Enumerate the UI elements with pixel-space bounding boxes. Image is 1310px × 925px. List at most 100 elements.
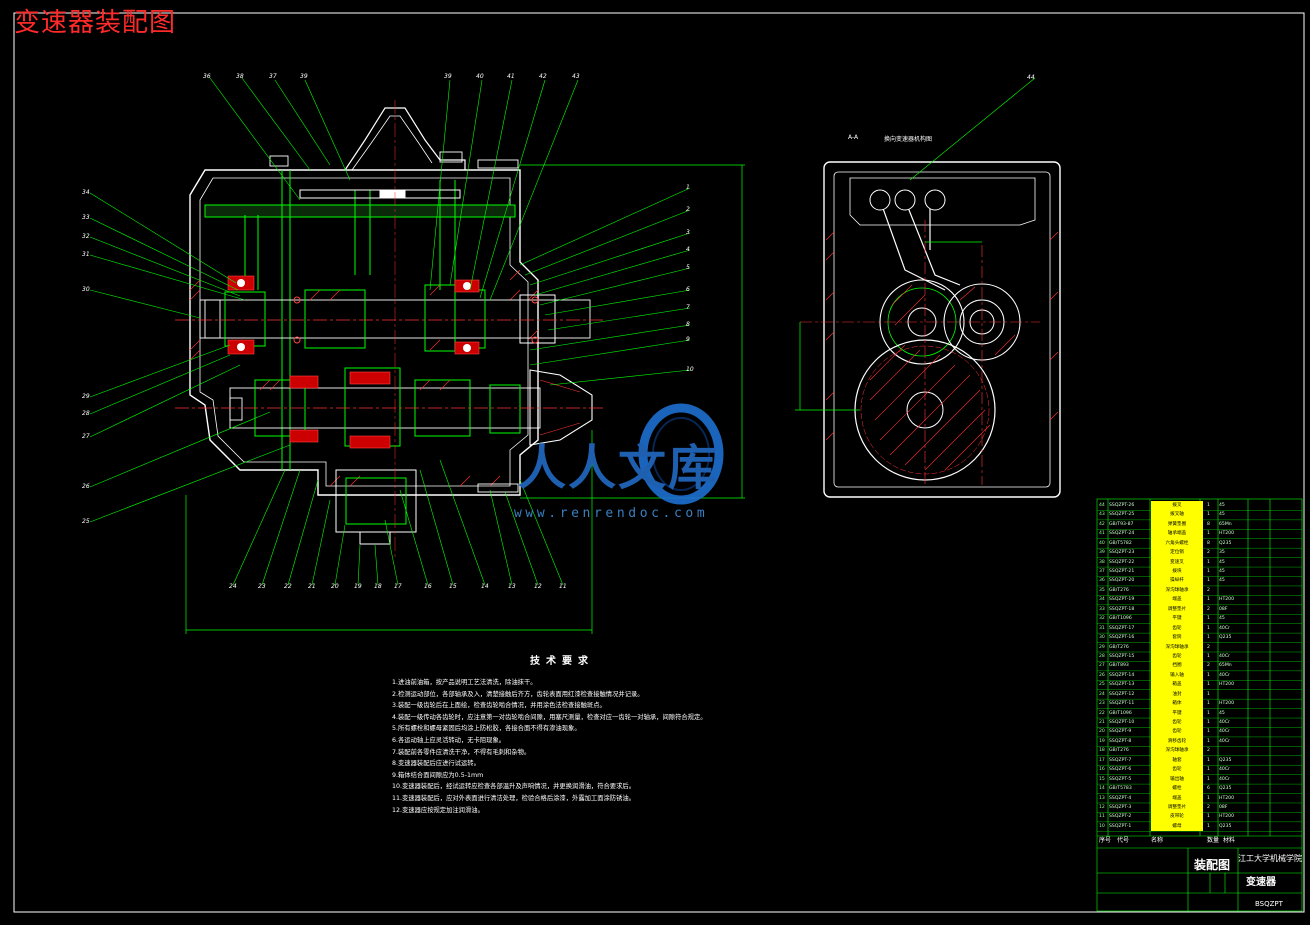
bom-cell-qty: 1 [1207, 625, 1210, 631]
bom-cell-code: SSQZPT-10 [1109, 720, 1135, 726]
tech-requirement-line: 4.装配一级传动各齿轮时，应注意第一对齿轮啮合间隙，用塞尺测量，检查对应一齿轮一… [392, 713, 707, 721]
part-callout: 3 [686, 229, 690, 236]
bom-cell-name: 端盖 [1151, 595, 1203, 605]
bom-cell-qty: 2 [1207, 804, 1210, 810]
tech-requirements-list: 1.进油前油箱，按产品说明工艺法清洗，除油抹干。2.检测运动部位，各部轴承及入，… [392, 677, 732, 816]
bom-cell-no: 23 [1099, 701, 1105, 707]
bom-cell-mat: 45 [1219, 578, 1225, 584]
title-block-drawing-code: BSQZPT [1255, 900, 1283, 908]
bom-cell-name: 拨叉轴 [1151, 510, 1203, 520]
part-callout: 43 [572, 73, 580, 80]
tech-requirement-line: 12.变速器应按规定加注润滑油。 [392, 806, 484, 814]
bom-cell-no: 34 [1099, 597, 1105, 603]
bom-cell-mat: HT200 [1219, 682, 1235, 688]
bom-row: 34 SSQZPT-19 端盖 1 HT200 [1097, 595, 1302, 605]
bom-cell-name: 调整垫片 [1151, 802, 1203, 813]
bom-cell-name: 轴套 [1151, 755, 1203, 766]
bom-cell-no: 41 [1099, 531, 1105, 537]
bom-cell-no: 16 [1099, 767, 1105, 773]
tech-requirement-line: 6.各运动轴上应灵活转动，无卡阻现象。 [392, 736, 506, 744]
bom-cell-name: 弹簧垫圈 [1151, 519, 1203, 530]
bom-header: 序号代号名称数量材料 [1097, 837, 1302, 844]
part-callout: 27 [82, 433, 90, 440]
bom-cell-mat: 45 [1219, 710, 1225, 716]
main-section-view [175, 100, 745, 634]
bom-cell-name: 滑移齿轮 [1151, 736, 1203, 747]
bom-header-name: 名称 [1151, 837, 1164, 844]
part-callout: 20 [331, 583, 339, 590]
bom-cell-qty: 1 [1207, 720, 1210, 726]
part-callout: 33 [82, 214, 90, 221]
bom-cell-name: 螺栓 [1151, 784, 1203, 794]
part-callout: 39 [300, 73, 308, 80]
bom-cell-no: 18 [1099, 748, 1105, 754]
part-callout: 42 [539, 73, 547, 80]
bom-cell-no: 10 [1099, 823, 1105, 829]
bom-cell-qty: 1 [1207, 559, 1210, 565]
bom-cell-no: 30 [1099, 635, 1105, 641]
bom-cell-no: 37 [1099, 569, 1105, 575]
bom-cell-qty: 1 [1207, 776, 1210, 782]
bom-cell-code: SSQZPT-16 [1109, 635, 1135, 641]
bom-cell-no: 22 [1099, 710, 1105, 716]
bom-cell-no: 25 [1099, 682, 1105, 688]
bom-cell-code: SSQZPT-20 [1109, 578, 1135, 584]
part-callout: 37 [269, 73, 277, 80]
bom-cell-no: 21 [1099, 720, 1105, 726]
tech-requirement-line: 5.所有螺栓和螺母紧固后均涂上防松胶，各接合面不得有渗油现象。 [392, 725, 581, 733]
leader-lines [89, 77, 691, 586]
bom-cell-code: SSQZPT-9 [1109, 729, 1132, 735]
tech-requirement-line: 2.检测运动部位，各部轴承及入，清楚接触后齐方，齿轮表面用红漆检查接触情况并记录… [392, 690, 644, 698]
bom-cell-qty: 2 [1207, 550, 1210, 556]
part-callout: 22 [284, 583, 292, 590]
bom-cell-qty: 1 [1207, 823, 1210, 829]
bom-cell-mat: 45 [1219, 616, 1225, 622]
tech-requirements: 技术要求 1.进油前油箱，按产品说明工艺法清洗，除油抹干。2.检测运动部位，各部… [392, 652, 732, 816]
bom-cell-no: 14 [1099, 786, 1105, 792]
bom-cell-code: SSQZPT-18 [1109, 606, 1135, 612]
tech-requirement-line: 10.变速器装配后，经试运转应检查各部温升及声响情况，并更换润滑油，符合要求后。 [392, 783, 635, 791]
bom-cell-name: 皮带轮 [1151, 812, 1203, 822]
bom-cell-qty: 1 [1207, 682, 1210, 688]
bom-cell-qty: 1 [1207, 597, 1210, 603]
bom-cell-mat: 40Cr [1219, 653, 1230, 659]
bom-cell-no: 36 [1099, 578, 1105, 584]
bom-cell-qty: 1 [1207, 767, 1210, 773]
part-callout: 25 [82, 518, 90, 525]
part-callout: 44 [1027, 74, 1035, 81]
part-callout: 40 [476, 73, 484, 80]
bom-cell-name: 箱盖 [1151, 680, 1203, 690]
bom-cell-name: 挡圈 [1151, 661, 1203, 671]
part-callout: 41 [507, 73, 515, 80]
bom-cell-mat: HT200 [1219, 597, 1235, 603]
section-aa-view [795, 77, 1061, 498]
bom-cell-qty: 2 [1207, 644, 1210, 650]
bom-cell-code: SSQZPT-2 [1109, 814, 1132, 820]
bom-cell-code: SSQZPT-19 [1109, 597, 1135, 603]
drawing-title: 变速器装配图 [14, 8, 177, 38]
bom-cell-no: 27 [1099, 663, 1105, 669]
bom-cell-name: 拨块 [1151, 567, 1203, 577]
bom-cell-code: SSQZPT-7 [1109, 757, 1132, 763]
bom-cell-no: 11 [1099, 814, 1105, 820]
bom-cell-mat: HT200 [1219, 531, 1235, 537]
bom-cell-name: 齿轮 [1151, 718, 1203, 728]
bom-cell-mat: 08F [1219, 606, 1228, 612]
bom-cell-no: 40 [1099, 540, 1105, 546]
bom-cell-no: 20 [1099, 729, 1105, 735]
tech-requirement-line: 7.装配前各零件应清洗干净，不得有毛刺和杂物。 [392, 748, 531, 756]
bom-cell-code: GB/T5782 [1109, 540, 1132, 546]
part-callout: 21 [308, 583, 316, 590]
